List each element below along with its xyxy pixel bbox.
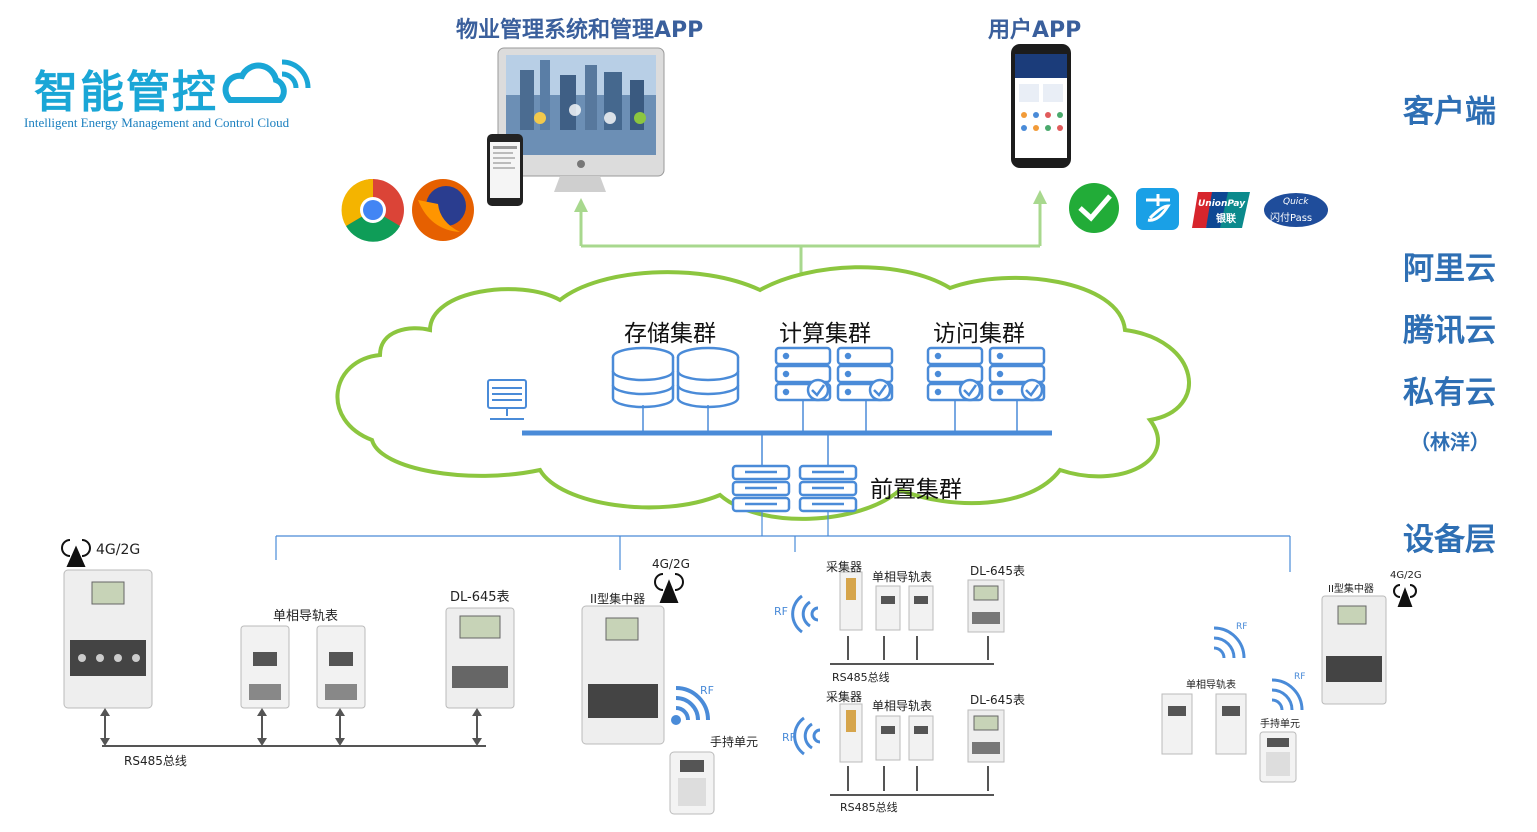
compute-server-2 [836, 346, 894, 402]
side-label-linyang: （林洋） [1410, 430, 1490, 454]
concentrator-label-4: II型集中器 [1328, 584, 1374, 595]
rf-label-4b: RF [1294, 672, 1306, 682]
rs485-bus-1 [102, 712, 486, 747]
access-cluster-label: 访问集群 [933, 321, 1025, 347]
dl645-label-3b: DL-645表 [970, 693, 1025, 707]
quickpass-text: Quick [1283, 197, 1309, 207]
alipay-icon [1136, 188, 1179, 230]
concentrator-meter-2 [581, 605, 665, 745]
collector-label-3b: 采集器 [826, 690, 863, 704]
rs485-label-1: RS485总线 [124, 754, 187, 768]
rail-meter-1a [240, 625, 290, 709]
handheld-unit-4 [1259, 731, 1297, 783]
rf-label-3a: RF [774, 605, 788, 618]
desktop-monitor [497, 47, 665, 192]
arrow-head-user [1033, 190, 1047, 204]
rs485-bus-3b [830, 766, 994, 796]
signal-label-2: 4G/2G [652, 557, 690, 571]
signal-label-1: 4G/2G [96, 542, 141, 558]
collector-3a [839, 571, 863, 631]
dl645-label-1: DL-645表 [450, 590, 510, 605]
mgmt-heading: 物业管理系统和管理APP [456, 18, 704, 43]
rail-meter-3b-2 [908, 715, 934, 761]
handheld-label-2: 手持单元 [710, 735, 759, 749]
collector-label-3a: 采集器 [826, 560, 863, 574]
quickpass-icon [1264, 193, 1328, 227]
logo-subtitle: Intelligent Energy Management and Contro… [24, 115, 290, 130]
rf-label-2: RF [700, 684, 714, 697]
side-label-client: 客户端 [1403, 94, 1496, 130]
dl645-meter-3a [967, 579, 1005, 633]
rail-meter-4-2 [1215, 693, 1247, 755]
tower-icon-2 [654, 573, 684, 603]
cloud-shape [335, 265, 1191, 521]
front-cluster-label: 前置集群 [870, 477, 962, 503]
side-label-tencent: 腾讯云 [1403, 313, 1496, 349]
rail-meter-label-3a: 单相导轨表 [872, 570, 933, 584]
unionpay-text-cn: 银联 [1216, 214, 1236, 225]
chrome-icon [341, 178, 404, 242]
rail-meter-label-4: 单相导轨表 [1186, 680, 1236, 691]
storage-disk-1 [611, 346, 675, 409]
wechat-pay-icon [1069, 183, 1119, 233]
rail-meter-4-1 [1161, 693, 1193, 755]
user-phone [1011, 44, 1071, 168]
dl645-label-3a: DL-645表 [970, 564, 1025, 578]
rs485-arrowheads-1 [100, 708, 482, 746]
storage-disk-2 [676, 346, 740, 409]
rf-waves-3a [791, 594, 819, 634]
arrow-head-mgmt [574, 198, 588, 212]
signal-label-4: 4G/2G [1390, 570, 1422, 581]
rf-label-4a: RF [1236, 622, 1248, 632]
rail-meter-1b [316, 625, 366, 709]
client-arrows [579, 198, 1042, 294]
device-tree [275, 511, 1291, 572]
rf-waves-4a [1213, 626, 1246, 659]
concentrator-meter-1 [63, 569, 153, 709]
workstation-icon [487, 379, 527, 420]
handheld-unit-2 [669, 751, 715, 815]
side-label-aliyun: 阿里云 [1403, 251, 1496, 287]
dl645-meter-1 [445, 607, 515, 709]
mgmt-phone [487, 134, 523, 206]
compute-cluster-label: 计算集群 [779, 321, 871, 347]
side-label-device: 设备层 [1403, 522, 1496, 558]
firefox-icon [412, 179, 474, 241]
tower-icon-4 [1393, 584, 1417, 607]
user-app-heading: 用户APP [988, 18, 1082, 43]
front-server-1 [731, 464, 791, 513]
cloud-bus [522, 400, 1052, 466]
rs485-bus-3a [830, 636, 994, 665]
access-server-2 [988, 346, 1046, 402]
concentrator-meter-4 [1321, 595, 1387, 705]
rail-meter-3a-2 [908, 585, 934, 631]
front-server-2 [798, 464, 858, 513]
unionpay-icon [1192, 192, 1250, 228]
access-server-1 [926, 346, 984, 402]
quickpass-text-cn: 闪付Pass [1270, 213, 1313, 224]
rf-waves-3b [793, 716, 821, 756]
dl645-meter-3b [967, 709, 1005, 763]
handheld-label-4: 手持单元 [1260, 719, 1300, 730]
side-label-private: 私有云 [1403, 375, 1496, 411]
rail-meter-3b-1 [875, 715, 901, 761]
rs485-label-3a: RS485总线 [832, 671, 890, 684]
rail-meter-label-1: 单相导轨表 [273, 609, 339, 624]
rs485-label-3b: RS485总线 [840, 801, 898, 814]
compute-server-1 [774, 346, 832, 402]
rail-meter-label-3b: 单相导轨表 [872, 699, 933, 713]
logo-title: 智能管控 [34, 67, 218, 118]
tower-icon-1 [61, 539, 91, 567]
rf-waves-4b [1271, 678, 1304, 711]
rf-label-3b: RF [782, 731, 796, 744]
storage-cluster-label: 存储集群 [624, 321, 716, 347]
cloud-wifi-icon [222, 59, 311, 103]
unionpay-text: UnionPay [1198, 199, 1246, 209]
concentrator-label-2: II型集中器 [590, 592, 646, 606]
collector-3b [839, 703, 863, 763]
rail-meter-3a-1 [875, 585, 901, 631]
rf-waves-2 [671, 686, 710, 725]
